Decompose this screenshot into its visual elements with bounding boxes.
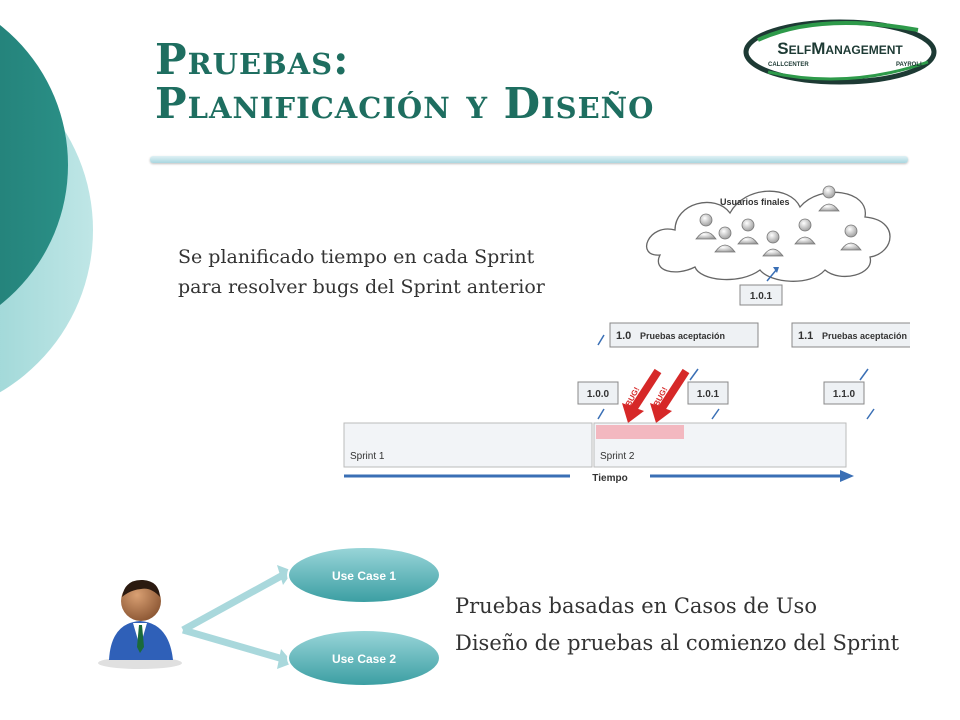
sprint-timeline-diagram: Usuarios finales 1.0.1 1.0 Pruebas acept… (343, 185, 910, 484)
sprint-bar-1 (343, 422, 593, 468)
acceptance-2-version: 1.1 (798, 330, 813, 342)
time-axis-label-bg (570, 470, 650, 482)
logo-sub-left: CALLCENTER (768, 62, 809, 68)
logo-swoosh-icon (757, 20, 919, 42)
use-case-2 (287, 629, 441, 687)
use-case-diagram: Use Case 1 Use Case 2 (98, 546, 441, 687)
sprint-2-label: Sprint 2 (600, 451, 635, 462)
usecase-notes: Pruebas basadas en Casos de Uso Diseño d… (455, 588, 899, 662)
acceptance-box-2 (791, 322, 910, 348)
left-decor (0, 25, 93, 393)
sprint-1-label: Sprint 1 (350, 451, 385, 462)
time-axis-label: Tiempo (592, 473, 627, 484)
sprint-note: Se planificado tiempo en cada Sprint par… (178, 242, 545, 302)
use-case-1 (287, 546, 441, 604)
actor-user-icon (98, 579, 182, 669)
logo-sub-right: PAYROLL (896, 62, 924, 68)
bug-arrow-icon: BUG! (622, 368, 662, 423)
acceptance-2-label: Pruebas aceptación (822, 331, 907, 341)
acceptance-1-label: Pruebas aceptación (640, 331, 725, 341)
sprint-note-line: Se planificado tiempo en cada Sprint (178, 246, 535, 268)
title-line-2: Planificación y Diseño (155, 79, 655, 128)
acceptance-1-version: 1.0 (616, 330, 631, 342)
build-label: 1.0.0 (587, 389, 610, 400)
use-case-1-label: Use Case 1 (332, 569, 396, 583)
usecase-arrows (181, 565, 293, 669)
build-box (577, 381, 619, 405)
arrow-up-icon (766, 268, 778, 282)
users-cloud-label: Usuarios finales (720, 197, 790, 207)
title-underline (150, 156, 908, 163)
time-axis-arrow-icon (840, 470, 854, 482)
logo-name: SelfManagement (777, 39, 903, 58)
use-case-2-label: Use Case 2 (332, 652, 396, 666)
title-line-1: Pruebas: (155, 35, 350, 84)
build-box (687, 381, 729, 405)
page-title: Pruebas: Planificación y Diseño (155, 38, 654, 126)
release-box-top-label: 1.0.1 (750, 291, 773, 302)
decor-circle-dark (0, 25, 68, 305)
release-box-top (739, 284, 783, 306)
company-logo: SelfManagement CALLCENTER PAYROLL (743, 19, 937, 85)
build-label: 1.1.0 (833, 389, 856, 400)
release-arrows (597, 334, 875, 420)
usecase-note-line: Diseño de pruebas al comienzo del Sprint (455, 631, 900, 655)
usecase-note-line: Pruebas basadas en Casos de Uso (455, 594, 817, 618)
acceptance-box-1 (609, 322, 759, 348)
logo-swoosh-bottom-icon (767, 60, 929, 81)
arrow-head-icon (773, 267, 779, 273)
users-icon (695, 185, 862, 257)
sprint-note-line: para resolver bugs del Sprint anterior (178, 276, 545, 298)
bugfix-time-band (596, 425, 684, 439)
build-box (823, 381, 865, 405)
build-label: 1.0.1 (697, 389, 720, 400)
